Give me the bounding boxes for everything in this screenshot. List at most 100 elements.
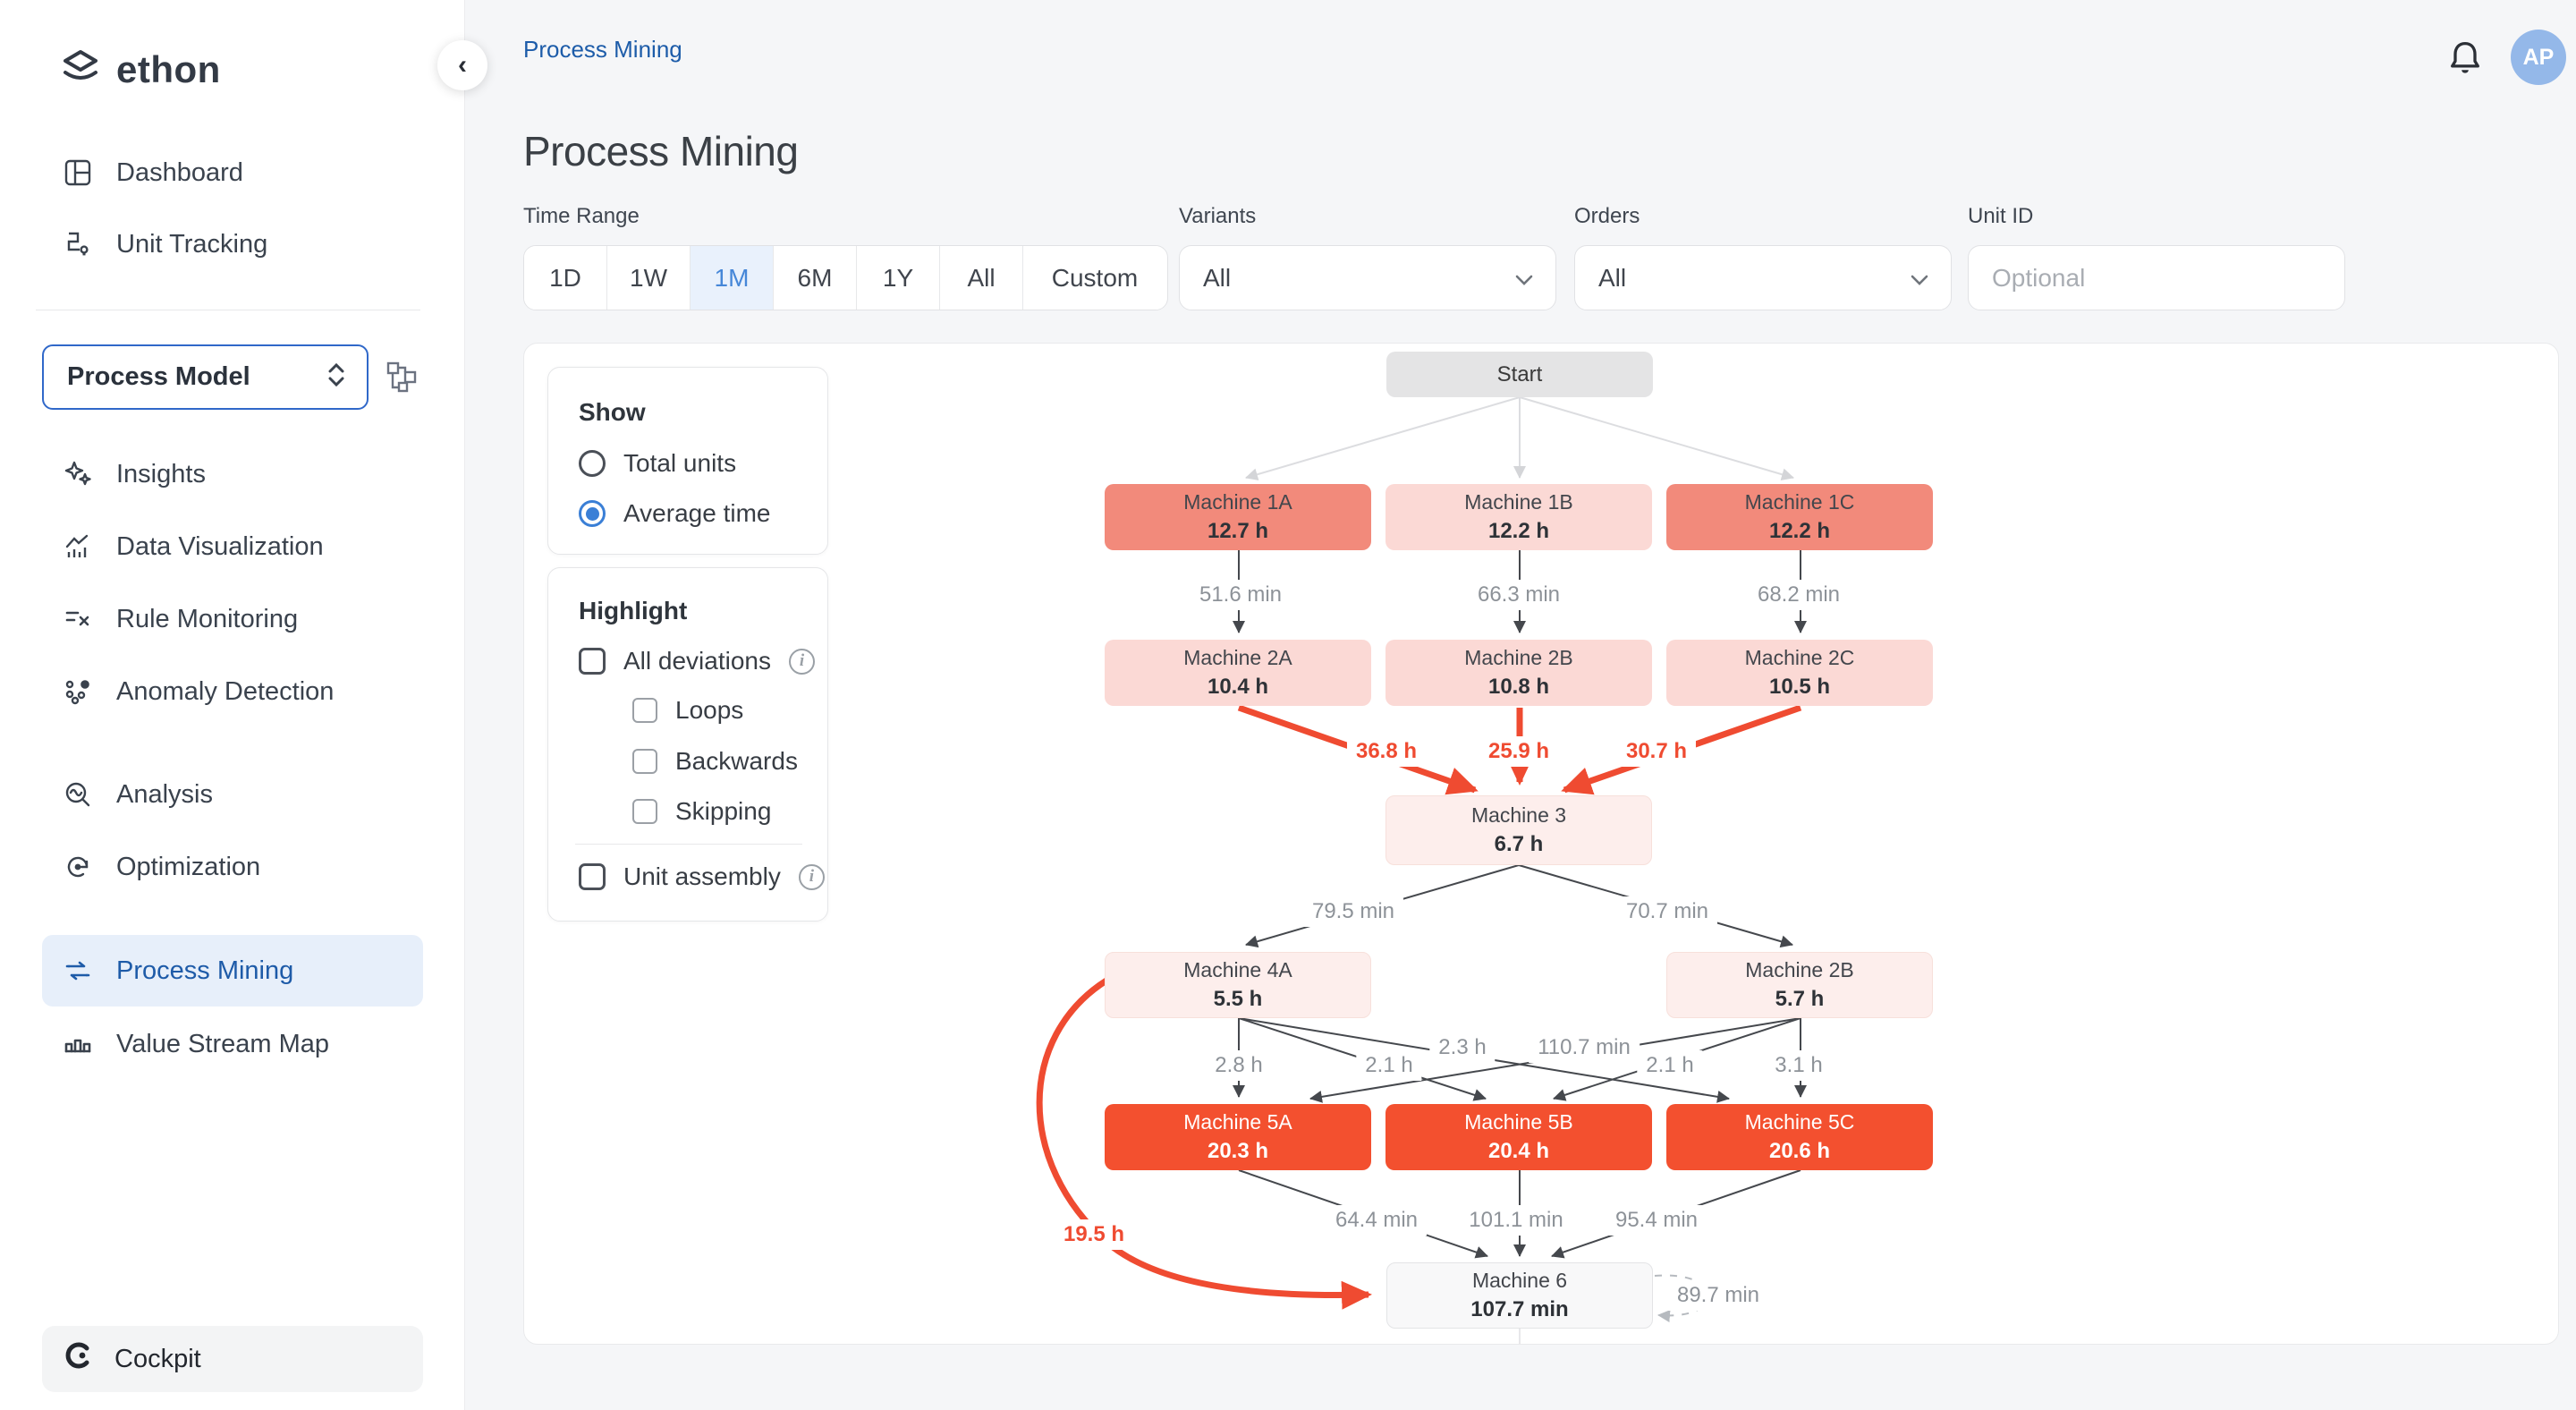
orders-select[interactable]: All <box>1574 245 1952 310</box>
unit-id-filter: Unit ID <box>1968 204 2345 310</box>
sidebar-item-cockpit[interactable]: Cockpit <box>42 1326 423 1392</box>
sidebar-item-label: Anomaly Detection <box>116 676 335 706</box>
sidebar-item-anomaly-detection[interactable]: Anomaly Detection <box>42 656 423 727</box>
logo: ethon <box>59 47 221 92</box>
time-range-6m[interactable]: 6M <box>774 246 857 310</box>
checkbox-label: All deviations <box>623 647 771 675</box>
radio-label: Total units <box>623 449 737 477</box>
sidebar-item-label: Value Stream Map <box>116 1029 330 1058</box>
node-machine-1b[interactable]: Machine 1B 12.2 h <box>1385 484 1652 550</box>
sidebar-item-insights[interactable]: Insights <box>42 438 423 510</box>
node-machine-5a[interactable]: Machine 5A 20.3 h <box>1105 1104 1371 1170</box>
time-range-all[interactable]: All <box>940 246 1023 310</box>
info-icon[interactable]: i <box>788 648 815 675</box>
radio-icon[interactable] <box>579 450 606 477</box>
chevron-down-icon <box>1514 264 1534 293</box>
node-machine-6[interactable]: Machine 6 107.7 min <box>1386 1262 1653 1329</box>
checkbox-label: Skipping <box>675 797 772 825</box>
sidebar-item-process-mining[interactable]: Process Mining <box>42 935 423 1007</box>
sidebar-item-optimization[interactable]: Optimization <box>42 831 423 903</box>
time-range-label: Time Range <box>523 204 640 228</box>
model-hierarchy-button[interactable] <box>383 360 420 397</box>
sidebar-item-label: Data Visualization <box>116 531 324 561</box>
checkbox-all-deviations[interactable]: All deviations i <box>579 643 815 679</box>
sidebar: ethon Dashboard Unit Tracking Process Mo… <box>0 0 465 1410</box>
checkbox-icon[interactable] <box>579 648 606 675</box>
node-machine-2c[interactable]: Machine 2C 10.5 h <box>1666 640 1933 706</box>
node-machine-2b[interactable]: Machine 2B 10.8 h <box>1385 640 1652 706</box>
edge-label: 70.7 min <box>1616 896 1718 927</box>
bell-icon <box>2445 41 2485 81</box>
highlight-divider <box>575 844 802 845</box>
edge-label: 2.1 h <box>1356 1050 1422 1081</box>
edge-label: 25.9 h <box>1479 736 1559 767</box>
node-machine-2a[interactable]: Machine 2A 10.4 h <box>1105 640 1371 706</box>
unit-id-input[interactable] <box>1968 245 2345 310</box>
time-range-1m[interactable]: 1M <box>691 246 774 310</box>
sidebar-collapse-button[interactable]: ‹ <box>437 40 487 90</box>
edge-label: 2.1 h <box>1637 1050 1703 1081</box>
radio-checked-icon[interactable] <box>579 500 606 527</box>
node-start[interactable]: Start <box>1386 352 1653 397</box>
chevron-down-icon <box>1910 264 1929 293</box>
checkbox-loops[interactable]: Loops <box>632 692 743 728</box>
dashboard-icon <box>63 157 93 188</box>
node-machine-1c[interactable]: Machine 1C 12.2 h <box>1666 484 1933 550</box>
rules-icon <box>63 604 93 634</box>
orders-filter: Orders All <box>1574 204 1952 310</box>
process-model-value: Process Model <box>67 362 250 391</box>
avatar[interactable]: AP <box>2511 30 2566 85</box>
sidebar-item-analysis[interactable]: Analysis <box>42 759 423 830</box>
sidebar-item-label: Rule Monitoring <box>116 604 299 633</box>
checkbox-skipping[interactable]: Skipping <box>632 794 771 829</box>
sidebar-item-data-visualization[interactable]: Data Visualization <box>42 511 423 582</box>
node-machine-3[interactable]: Machine 3 6.7 h <box>1385 795 1652 865</box>
time-range-1y[interactable]: 1Y <box>857 246 940 310</box>
info-icon[interactable]: i <box>798 863 825 890</box>
node-machine-4a[interactable]: Machine 4A 5.5 h <box>1105 952 1371 1018</box>
radio-total-units[interactable]: Total units <box>579 446 736 481</box>
node-machine-5b[interactable]: Machine 5B 20.4 h <box>1385 1104 1652 1170</box>
checkbox-backwards[interactable]: Backwards <box>632 743 798 779</box>
edge-label: 66.3 min <box>1468 580 1570 610</box>
checkbox-icon[interactable] <box>632 698 657 723</box>
edge-label: 95.4 min <box>1606 1205 1707 1236</box>
time-range-1d[interactable]: 1D <box>524 246 607 310</box>
edge-label: 110.7 min <box>1529 1032 1640 1063</box>
edge-label: 68.2 min <box>1748 580 1850 610</box>
sparkles-icon <box>63 459 93 489</box>
time-range-1w[interactable]: 1W <box>607 246 691 310</box>
sidebar-item-value-stream-map[interactable]: Value Stream Map <box>42 1008 423 1080</box>
variants-select[interactable]: All <box>1179 245 1556 310</box>
time-range-custom[interactable]: Custom <box>1023 246 1166 310</box>
radio-label: Average time <box>623 499 771 527</box>
orders-label: Orders <box>1574 204 1640 228</box>
node-machine-1a[interactable]: Machine 1A 12.7 h <box>1105 484 1371 550</box>
node-machine-5c[interactable]: Machine 5C 20.6 h <box>1666 1104 1933 1170</box>
cycle-icon <box>63 852 93 882</box>
sidebar-item-unit-tracking[interactable]: Unit Tracking <box>42 208 423 280</box>
checkbox-icon[interactable] <box>579 863 606 890</box>
sidebar-item-dashboard[interactable]: Dashboard <box>42 137 423 208</box>
checkbox-icon[interactable] <box>632 749 657 774</box>
process-graph-card: Start Machine 1A 12.7 h Machine 1B 12.2 … <box>523 343 2559 1345</box>
notifications-button[interactable] <box>2445 38 2485 77</box>
scatter-dots-icon <box>63 676 93 707</box>
hierarchy-icon <box>385 360 419 398</box>
node-machine-2b-stage4[interactable]: Machine 2B 5.7 h <box>1666 952 1933 1018</box>
edge-label: 51.6 min <box>1190 580 1292 610</box>
checkbox-icon[interactable] <box>632 799 657 824</box>
cockpit-logo-icon <box>63 1340 93 1378</box>
chevrons-up-down-icon <box>326 361 347 393</box>
process-model-select[interactable]: Process Model <box>42 344 369 410</box>
time-range-filter: Time Range 1D 1W 1M 6M 1Y All Custom <box>523 204 1168 310</box>
orders-value: All <box>1598 263 1627 292</box>
checkbox-unit-assembly[interactable]: Unit assembly i <box>579 859 825 895</box>
route-icon <box>63 229 93 259</box>
sidebar-item-rule-monitoring[interactable]: Rule Monitoring <box>42 583 423 655</box>
unit-id-label: Unit ID <box>1968 204 2034 228</box>
breadcrumb[interactable]: Process Mining <box>523 36 682 63</box>
sidebar-item-label: Insights <box>116 459 206 488</box>
show-panel: Show Total units Average time <box>547 367 828 555</box>
radio-average-time[interactable]: Average time <box>579 496 770 531</box>
